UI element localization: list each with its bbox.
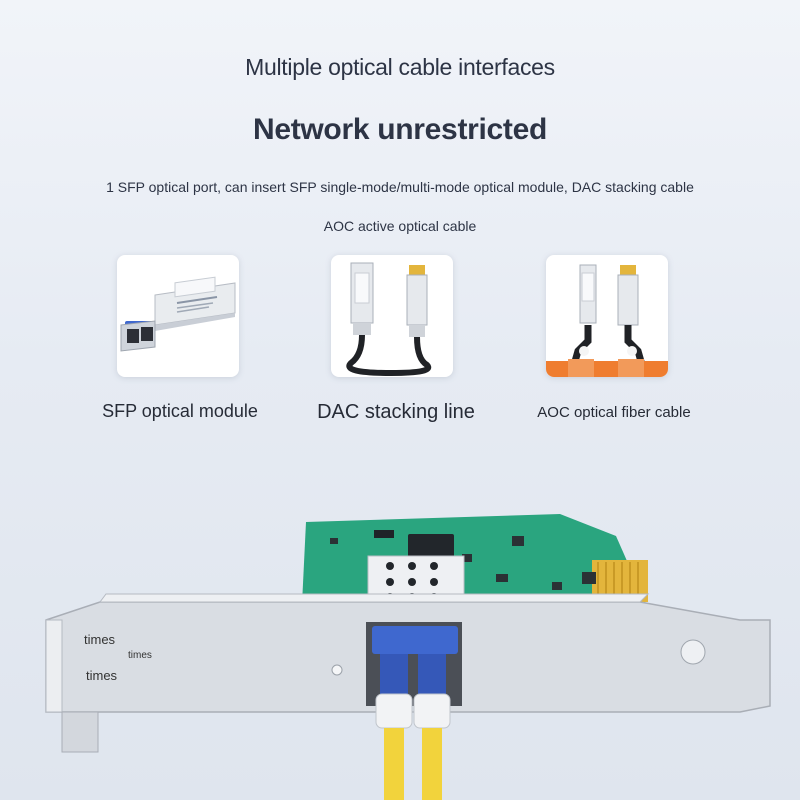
product-card-aoc: [546, 255, 668, 377]
bracket-label-2: times: [128, 650, 152, 661]
network-card-image: [45, 514, 771, 800]
dac-cable-icon: [346, 262, 432, 376]
pcb-board: [302, 514, 648, 604]
caption-sfp-module: SFP optical module: [102, 401, 258, 421]
product-card-dac: [331, 255, 453, 377]
bracket-label-1: times: [84, 632, 116, 647]
lc-fiber-connector: [372, 626, 458, 800]
aoc-cable-icon: [546, 264, 668, 377]
sfp-module-icon: [120, 276, 236, 352]
caption-aoc-fiber-cable: AOC optical fiber cable: [537, 404, 691, 421]
caption-dac-stacking-line: DAC stacking line: [317, 401, 475, 423]
description-line-2: AOC active optical cable: [323, 218, 477, 234]
subtitle: Multiple optical cable interfaces: [245, 54, 555, 80]
bracket-label-3: times: [86, 668, 118, 683]
description-line-1: 1 SFP optical port, can insert SFP singl…: [106, 179, 694, 195]
product-card-sfp: [117, 255, 239, 377]
page-title: Network unrestricted: [252, 113, 548, 146]
